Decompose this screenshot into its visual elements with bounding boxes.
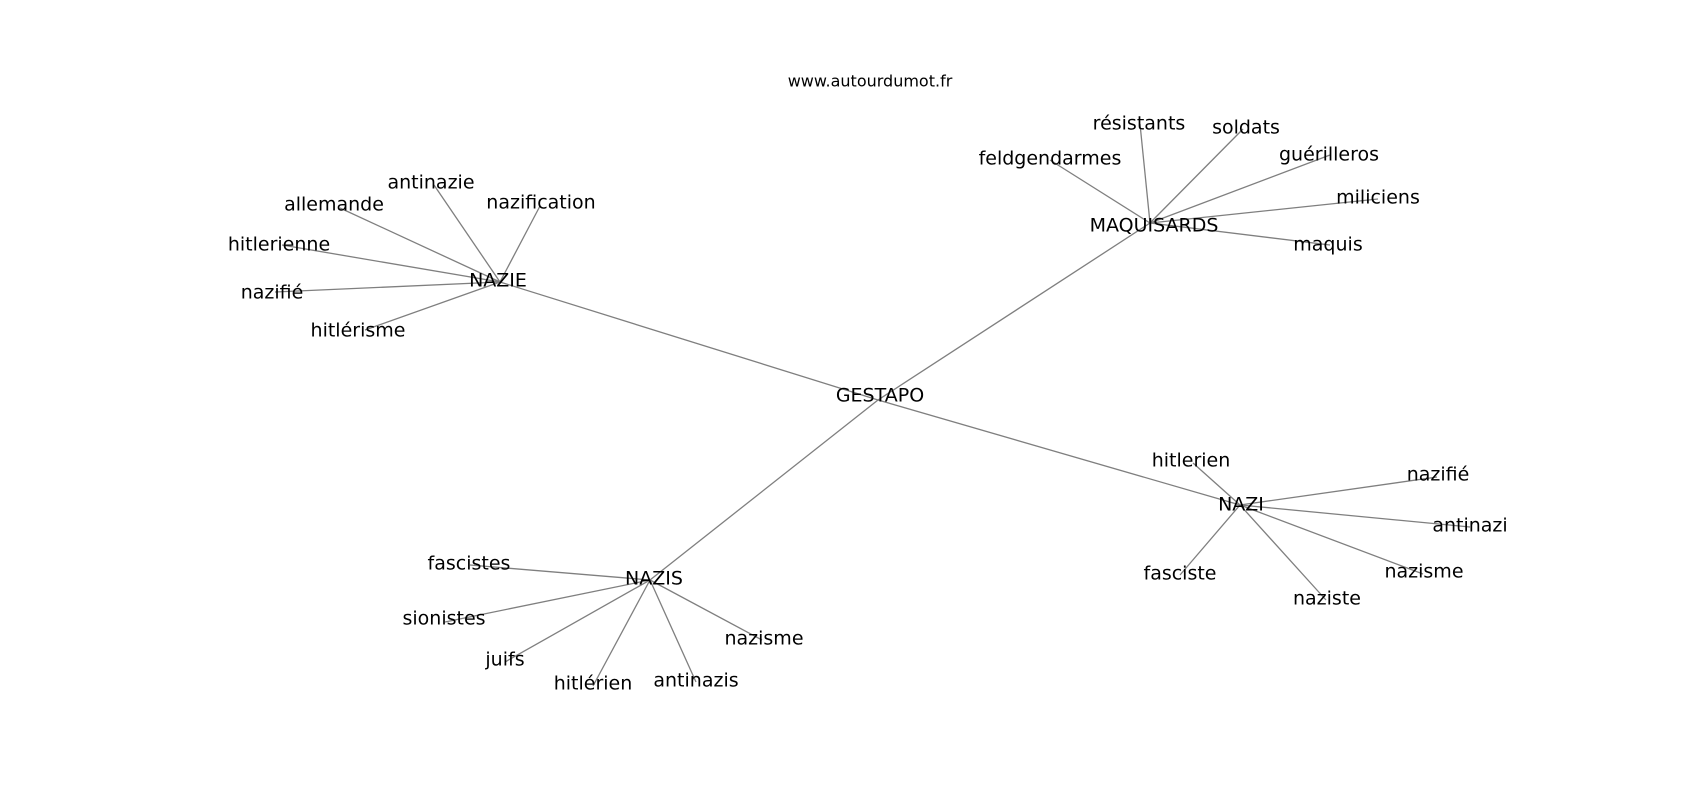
edge-nazis-leaf [592,579,651,687]
hub-node-label[interactable]: NAZI [1218,494,1264,516]
leaf-node-label[interactable]: juifs [484,649,524,671]
edge-nazie-leaf [339,207,501,283]
edge-center-maquisards [877,222,1151,401]
edge-nazi-leaf [1192,462,1241,506]
edge-nazi-leaf [1239,504,1327,601]
leaf-node-label[interactable]: nazifié [241,282,304,304]
edge-maquisards-leaf [1049,159,1151,224]
leaf-node-label[interactable]: miliciens [1336,187,1420,209]
edge-maquisards-leaf [1149,154,1331,224]
edge-nazie-leaf [364,281,501,331]
hub-node-label[interactable]: NAZIS [625,568,683,590]
leaf-node-label[interactable]: fascistes [428,553,511,575]
edge-maquisards-leaf [1149,128,1244,224]
leaf-node-label[interactable]: nazification [486,192,595,214]
edge-nazie-leaf [499,205,541,283]
leaf-node-label[interactable]: feldgendarmes [979,148,1122,170]
edge-nazis-leaf [649,579,697,683]
edge-maquisards-leaf [1149,222,1331,246]
leaf-node-label[interactable]: sionistes [402,608,485,630]
edge-nazis-leaf [444,579,651,623]
edge-nazi-leaf [1239,504,1471,528]
edge-nazi-leaf [1239,504,1424,575]
leaf-node-label[interactable]: soldats [1212,117,1280,139]
leaf-node-label[interactable]: antinazis [653,670,738,692]
leaf-node-label[interactable]: naziste [1293,588,1361,610]
edge-nazi-leaf [1179,504,1241,576]
leaf-node-label[interactable]: hitlérisme [311,320,406,342]
edge-nazis-leaf [649,579,763,641]
edge-nazie-leaf [274,281,501,293]
leaf-node-label[interactable]: allemande [284,194,384,216]
edge-nazis-leaf [504,579,651,663]
edge-nazie-leaf [433,184,501,283]
edge-nazi-leaf [1239,476,1438,506]
leaf-node-label[interactable]: hitlerienne [228,234,330,256]
leaf-node-label[interactable]: antinazie [387,172,474,194]
edge-maquisards-leaf [1149,198,1379,224]
edge-nazie-leaf [281,244,501,283]
edge-maquisards-leaf [1139,123,1151,224]
edge-center-nazi [877,399,1241,506]
hub-node-label[interactable]: NAZIE [469,270,527,292]
leaf-node-label[interactable]: hitlérien [554,673,633,695]
leaf-node-label[interactable]: maquis [1293,234,1362,256]
center-node-label[interactable]: GESTAPO [836,385,924,407]
edge-center-nazis [649,399,879,581]
source-watermark: www.autourdumot.fr [788,72,953,91]
leaf-node-label[interactable]: résistants [1093,113,1186,135]
leaf-node-label[interactable]: fasciste [1144,563,1217,585]
leaf-node-label[interactable]: antinazi [1432,515,1507,537]
leaf-node-label[interactable]: guérilleros [1279,144,1379,166]
leaf-node-label[interactable]: nazifié [1407,464,1470,486]
edge-nazis-leaf [469,564,651,581]
hub-node-label[interactable]: MAQUISARDS [1090,215,1219,237]
leaf-node-label[interactable]: hitlerien [1152,450,1231,472]
leaf-node-label[interactable]: nazisme [724,628,803,650]
edge-center-nazie [499,281,879,401]
leaf-node-label[interactable]: nazisme [1384,561,1463,583]
